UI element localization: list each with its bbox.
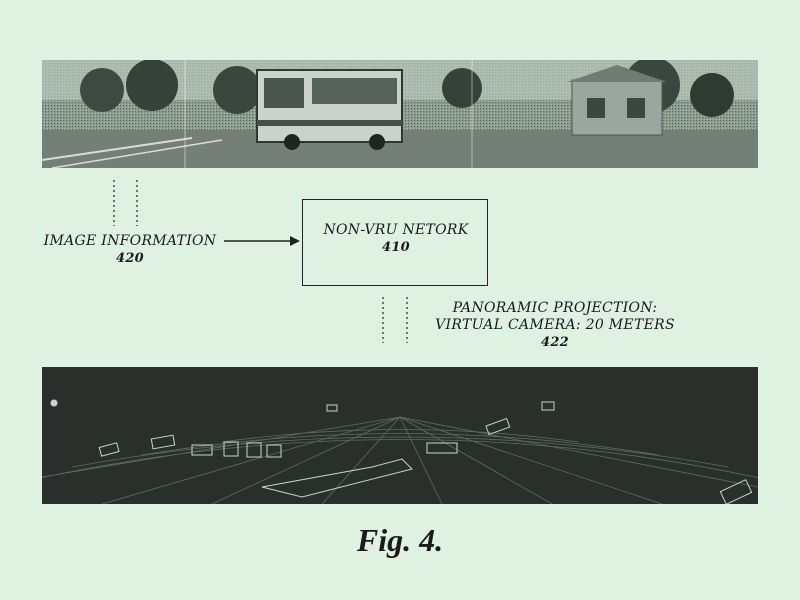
image-information-ref: 420 [115, 251, 145, 266]
photo-connector-lines [113, 180, 138, 226]
street-scene-illustration [42, 60, 758, 168]
image-information-label-group: IMAGE INFORMATION 420 [30, 233, 230, 267]
projection-wireframe-illustration [42, 399, 758, 504]
projection-label-line1: PANORAMIC PROJECTION: [452, 300, 658, 316]
arrow-to-network [224, 236, 300, 246]
projection-ref: 422 [540, 335, 570, 350]
projection-connector-lines [382, 297, 408, 343]
panoramic-street-photo [42, 60, 758, 168]
figure-caption: Fig. 4. [356, 522, 444, 558]
projection-label-line2: VIRTUAL CAMERA: 20 METERS [435, 317, 675, 333]
network-box: NON-VRU NETORK 410 [302, 199, 488, 286]
panoramic-projection-image [42, 367, 758, 504]
network-label: NON-VRU NETORK [323, 222, 469, 238]
network-ref: 410 [381, 240, 411, 255]
network-label-group: NON-VRU NETORK 410 [303, 222, 489, 256]
projection-label-group: PANORAMIC PROJECTION: VIRTUAL CAMERA: 20… [420, 300, 690, 351]
image-information-label: IMAGE INFORMATION [43, 233, 217, 249]
